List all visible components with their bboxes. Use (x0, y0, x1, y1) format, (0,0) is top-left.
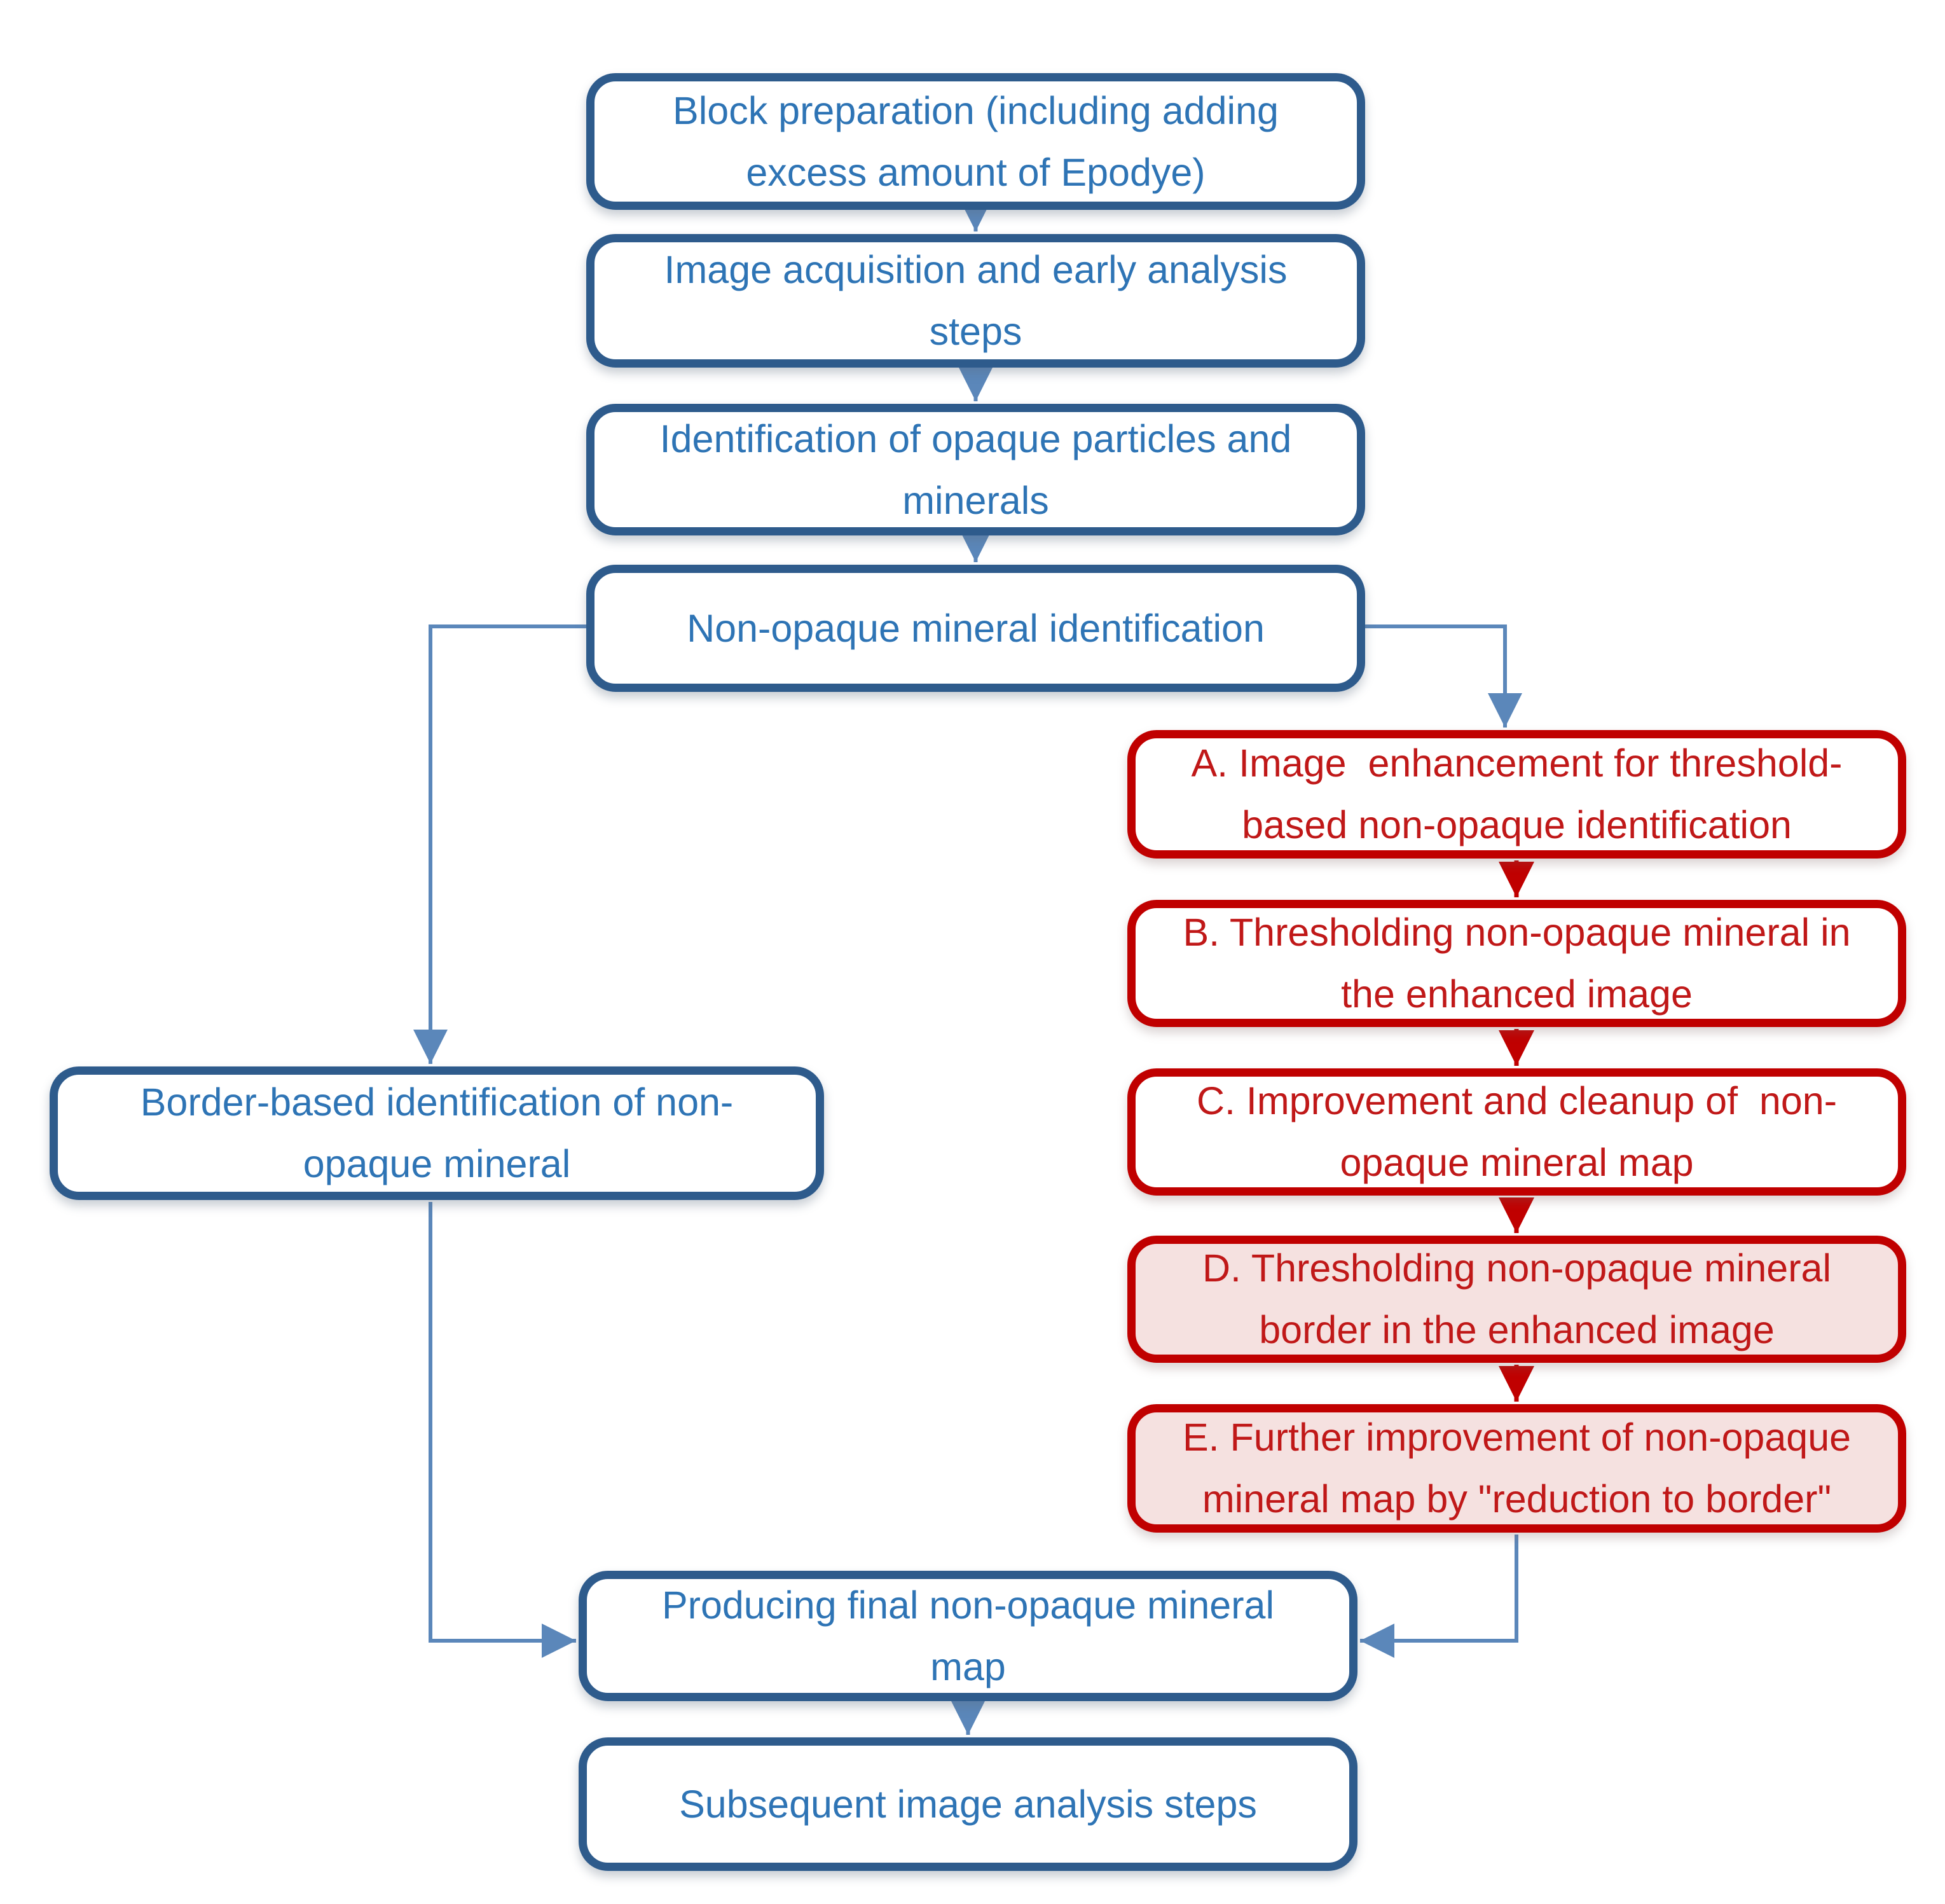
node-text-line: opaque mineral (303, 1142, 571, 1185)
node-text-line: Producing final non-opaque mineral (661, 1583, 1275, 1627)
node-text-line: A. Image enhancement for threshold- (1191, 742, 1843, 785)
node-text-line: mineral map by "reduction to border" (1202, 1477, 1832, 1521)
edge-step-e-to-producing-final-map (1360, 1535, 1518, 1658)
node-text-line: Non-opaque mineral identification (687, 606, 1265, 650)
node-text-line: border in the enhanced image (1259, 1308, 1775, 1351)
node-text-line: steps (929, 310, 1022, 353)
node-text-line: the enhanced image (1341, 972, 1693, 1016)
node-text-line: B. Thresholding non-opaque mineral in (1183, 911, 1851, 954)
edge-non-opaque-identification-to-border-based (413, 624, 586, 1064)
node-text-line: E. Further improvement of non-opaque (1182, 1416, 1852, 1459)
node-block-preparation: Block preparation (including adding exce… (586, 73, 1365, 210)
node-text-line: Identification of opaque particles and (659, 417, 1292, 460)
node-text-line: based non-opaque identification (1242, 803, 1792, 846)
node-text-line: D. Thresholding non-opaque mineral (1202, 1246, 1832, 1290)
node-text-line: Image acquisition and early analysis (664, 248, 1288, 291)
node-step-b: B. Thresholding non-opaque mineral in th… (1127, 900, 1906, 1027)
node-text-line: map (930, 1645, 1006, 1688)
node-text-line: opaque mineral map (1340, 1141, 1694, 1184)
node-text-line: Border-based identification of non- (140, 1080, 734, 1124)
node-step-d: D. Thresholding non-opaque mineral borde… (1127, 1236, 1906, 1363)
edge-non-opaque-identification-to-step-a (1365, 624, 1522, 728)
edge-border-based-to-producing-final-map (429, 1202, 576, 1658)
node-border-based-identification: Border-based identification of non- opaq… (50, 1066, 824, 1200)
node-step-a: A. Image enhancement for threshold- base… (1127, 730, 1906, 859)
node-text-line: minerals (902, 478, 1049, 522)
node-text-line: Block preparation (including adding (673, 88, 1279, 132)
node-non-opaque-identification: Non-opaque mineral identification (586, 565, 1365, 692)
node-step-c: C. Improvement and cleanup of non- opaqu… (1127, 1068, 1906, 1196)
node-producing-final-map: Producing final non-opaque mineral map (579, 1571, 1357, 1701)
node-subsequent-steps: Subsequent image analysis steps (579, 1737, 1357, 1871)
node-text-line: C. Improvement and cleanup of non- (1196, 1079, 1838, 1122)
node-image-acquisition: Image acquisition and early analysis ste… (586, 234, 1365, 368)
node-opaque-identification: Identification of opaque particles and m… (586, 404, 1365, 535)
node-step-e: E. Further improvement of non-opaque min… (1127, 1404, 1906, 1533)
node-text-line: Subsequent image analysis steps (679, 1782, 1257, 1826)
node-text-line: excess amount of Epodye) (746, 150, 1206, 194)
